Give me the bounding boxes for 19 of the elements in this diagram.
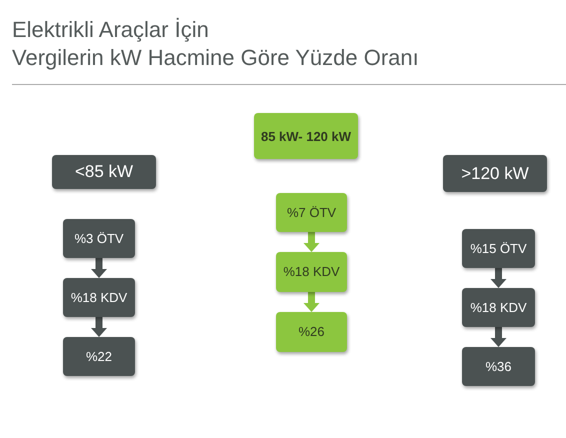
tax-box: %18 KDV: [276, 252, 347, 292]
block-arrow: [490, 268, 506, 288]
category-box: >120 kW: [443, 155, 547, 192]
tax-box: %18 KDV: [462, 288, 535, 327]
tax-box: 85 kW- 120 kW: [254, 113, 358, 159]
block-arrow: [91, 258, 107, 278]
category-box: <85 kW: [52, 155, 156, 189]
block-arrow: [91, 317, 107, 337]
tax-box: %3 ÖTV: [63, 219, 135, 258]
tax-box: %7 ÖTV: [276, 193, 347, 232]
block-arrow: [304, 232, 320, 252]
tax-box: %36: [462, 347, 535, 386]
block-arrow: [304, 292, 320, 312]
block-arrow: [490, 327, 506, 347]
tax-box: %18 KDV: [63, 278, 135, 317]
title: Elektrikli Araçlar İçin Vergilerin kW Hacmine Göre Yüzde Oranı: [12, 16, 419, 72]
tax-box: %15 ÖTV: [462, 229, 535, 268]
tax-box: %26: [276, 312, 347, 352]
tax-box: %22: [63, 337, 135, 376]
